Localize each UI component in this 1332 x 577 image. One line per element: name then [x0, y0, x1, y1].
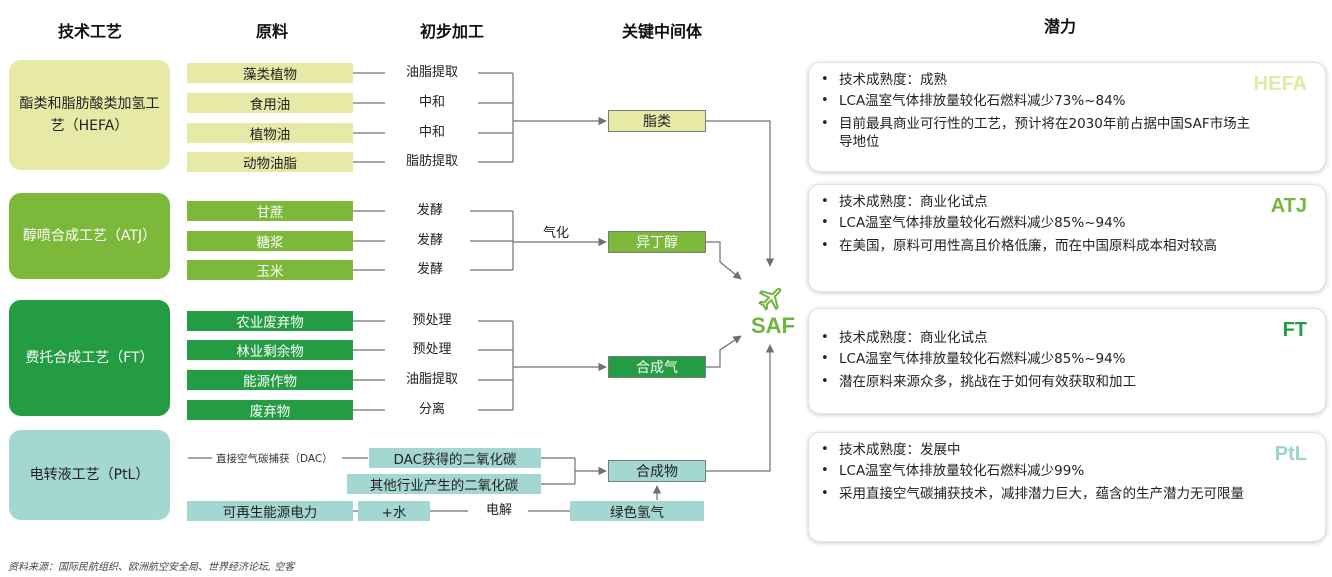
- ptl-dac-co2: DAC获得的二氧化碳: [369, 448, 541, 468]
- bullet: 在美国，原料可用性高且价格低廉，而在中国原料成本相对较高: [819, 237, 1259, 255]
- bullet: 技术成熟度：成熟: [819, 71, 1259, 89]
- potential-card-ft: 技术成熟度：商业化试点 LCA温室气体排放量较化石燃料减少85%~94% 潜在原…: [808, 308, 1326, 414]
- ptl-water: +水: [358, 501, 430, 521]
- process-electrolysis: 电解: [485, 503, 512, 518]
- process-label: 分离: [418, 402, 445, 417]
- feedstock-atj: 糖浆: [187, 231, 353, 251]
- header-potential: 潜力: [1043, 17, 1076, 36]
- header-feedstock: 原料: [255, 22, 288, 41]
- process-gasify: 气化: [542, 226, 569, 241]
- bullet: LCA温室气体排放量较化石燃料减少99%: [819, 462, 1259, 480]
- badge-ptl: PtL: [1274, 443, 1307, 465]
- feedstock-ft: 林业剩余物: [187, 340, 353, 360]
- process-label: 中和: [418, 125, 445, 140]
- process-label: 脂肪提取: [405, 154, 458, 169]
- feedstock-atj: 甘蔗: [187, 201, 353, 221]
- feedstock-hefa: 动物油脂: [187, 152, 353, 172]
- process-label: 预处理: [412, 342, 452, 357]
- badge-ft: FT: [1282, 319, 1307, 341]
- feedstock-ft: 能源作物: [187, 370, 353, 390]
- feedstock-atj: 玉米: [187, 260, 353, 280]
- intermediate-synthetic: 合成物: [608, 460, 706, 482]
- intermediate-lipids: 脂类: [608, 110, 706, 132]
- tech-ft: 费托合成工艺（FT）: [9, 300, 170, 416]
- bullet: 目前最具商业可行性的工艺，预计将在2030年前占据中国SAF市场主导地位: [819, 115, 1259, 151]
- header-primary-process: 初步加工: [419, 22, 484, 41]
- tech-atj: 醇喷合成工艺（ATJ）: [9, 193, 170, 279]
- bullet: LCA温室气体排放量较化石燃料减少85%~94%: [819, 350, 1259, 368]
- tech-ptl: 电转液工艺（PtL）: [9, 430, 170, 520]
- ptl-green-hydrogen: 绿色氢气: [570, 501, 704, 521]
- feedstock-hefa: 藻类植物: [187, 63, 353, 83]
- feedstock-hefa: 食用油: [187, 93, 353, 113]
- feedstock-ptl-renewable: 可再生能源电力: [187, 501, 353, 521]
- ptl-other-co2: 其他行业产生的二氧化碳: [347, 474, 541, 494]
- bullet: LCA温室气体排放量较化石燃料减少73%~84%: [819, 92, 1259, 110]
- airplane-icon: [755, 283, 787, 313]
- intermediate-isobutanol: 异丁醇: [608, 231, 706, 253]
- intermediate-syngas: 合成气: [608, 356, 706, 378]
- badge-atj: ATJ: [1270, 195, 1307, 217]
- process-label: 发酵: [416, 262, 443, 277]
- process-label: 发酵: [416, 203, 443, 218]
- process-label: 预处理: [412, 313, 452, 328]
- bullet: 采用直接空气碳捕获技术，减排潜力巨大，蕴含的生产潜力无可限量: [819, 485, 1259, 503]
- bullet: 潜在原料来源众多，挑战在于如何有效获取和加工: [819, 373, 1259, 391]
- feedstock-hefa: 植物油: [187, 123, 353, 143]
- process-label: 油脂提取: [405, 65, 458, 80]
- feedstock-ft: 农业废弃物: [187, 311, 353, 331]
- process-label: 发酵: [416, 233, 443, 248]
- process-label: 油脂提取: [405, 372, 458, 387]
- header-tech: 技术工艺: [57, 22, 122, 41]
- process-dac: 直接空气碳捕获（DAC）: [216, 453, 333, 465]
- badge-hefa: HEFA: [1253, 73, 1307, 95]
- bullet: LCA温室气体排放量较化石燃料减少85%~94%: [819, 214, 1259, 232]
- process-label: 中和: [418, 95, 445, 110]
- potential-card-ptl: 技术成熟度：发展中 LCA温室气体排放量较化石燃料减少99% 采用直接空气碳捕获…: [808, 432, 1326, 542]
- potential-card-atj: 技术成熟度：商业化试点 LCA温室气体排放量较化石燃料减少85%~94% 在美国…: [808, 184, 1326, 292]
- bullet: 技术成熟度：商业化试点: [819, 329, 1259, 347]
- source-note: 资料来源：国际民航组织、欧洲航空安全局、世界经济论坛, 空客: [8, 562, 295, 573]
- potential-card-hefa: 技术成熟度：成熟 LCA温室气体排放量较化石燃料减少73%~84% 目前最具商业…: [808, 62, 1326, 172]
- saf-label: SAF: [751, 313, 795, 338]
- header-intermediate: 关键中间体: [621, 22, 702, 41]
- feedstock-ft: 废弃物: [187, 400, 353, 420]
- bullet: 技术成熟度：发展中: [819, 441, 1259, 459]
- tech-hefa: 酯类和脂肪酸类加氢工艺（HEFA）: [9, 60, 170, 170]
- bullet: 技术成熟度：商业化试点: [819, 193, 1259, 211]
